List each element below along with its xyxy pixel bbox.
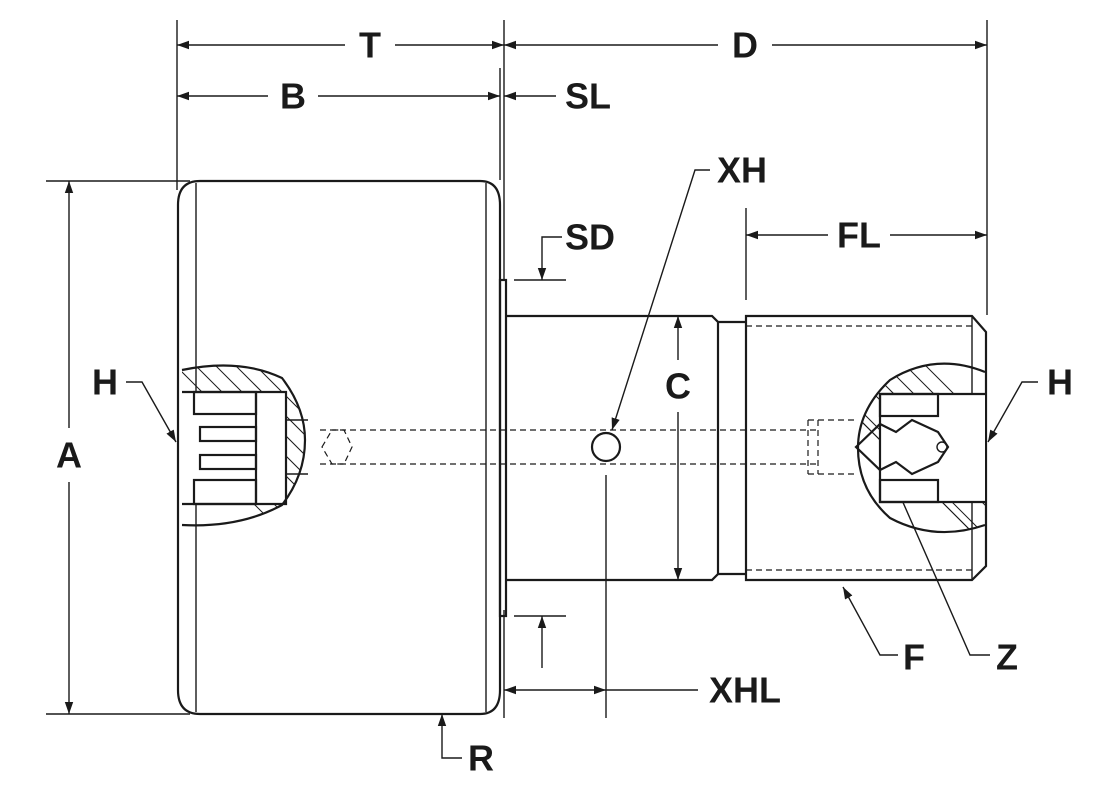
label-SD: SD bbox=[565, 217, 615, 258]
leader-lines bbox=[126, 169, 1038, 656]
cross-hole bbox=[590, 431, 622, 463]
label-B: B bbox=[280, 76, 306, 117]
label-XH: XH bbox=[717, 150, 767, 191]
label-C: C bbox=[665, 366, 691, 407]
dimension-lines bbox=[64, 40, 987, 759]
label-H-right: H bbox=[1047, 362, 1073, 403]
stud-shank bbox=[506, 314, 988, 582]
label-Z: Z bbox=[996, 637, 1018, 678]
right-section-view bbox=[854, 362, 986, 534]
dimension-labels: T D B SL XH SD FL H H A C F Z XHL R bbox=[56, 25, 1073, 779]
label-D: D bbox=[732, 25, 758, 66]
label-F: F bbox=[903, 637, 925, 678]
label-SL: SL bbox=[565, 76, 611, 117]
label-XHL: XHL bbox=[709, 670, 781, 711]
label-A: A bbox=[56, 435, 82, 476]
label-T: T bbox=[359, 25, 381, 66]
left-section-view bbox=[181, 364, 308, 527]
label-H-left: H bbox=[92, 362, 118, 403]
lube-passage bbox=[320, 419, 856, 475]
label-R: R bbox=[468, 738, 494, 779]
label-FL: FL bbox=[837, 215, 881, 256]
